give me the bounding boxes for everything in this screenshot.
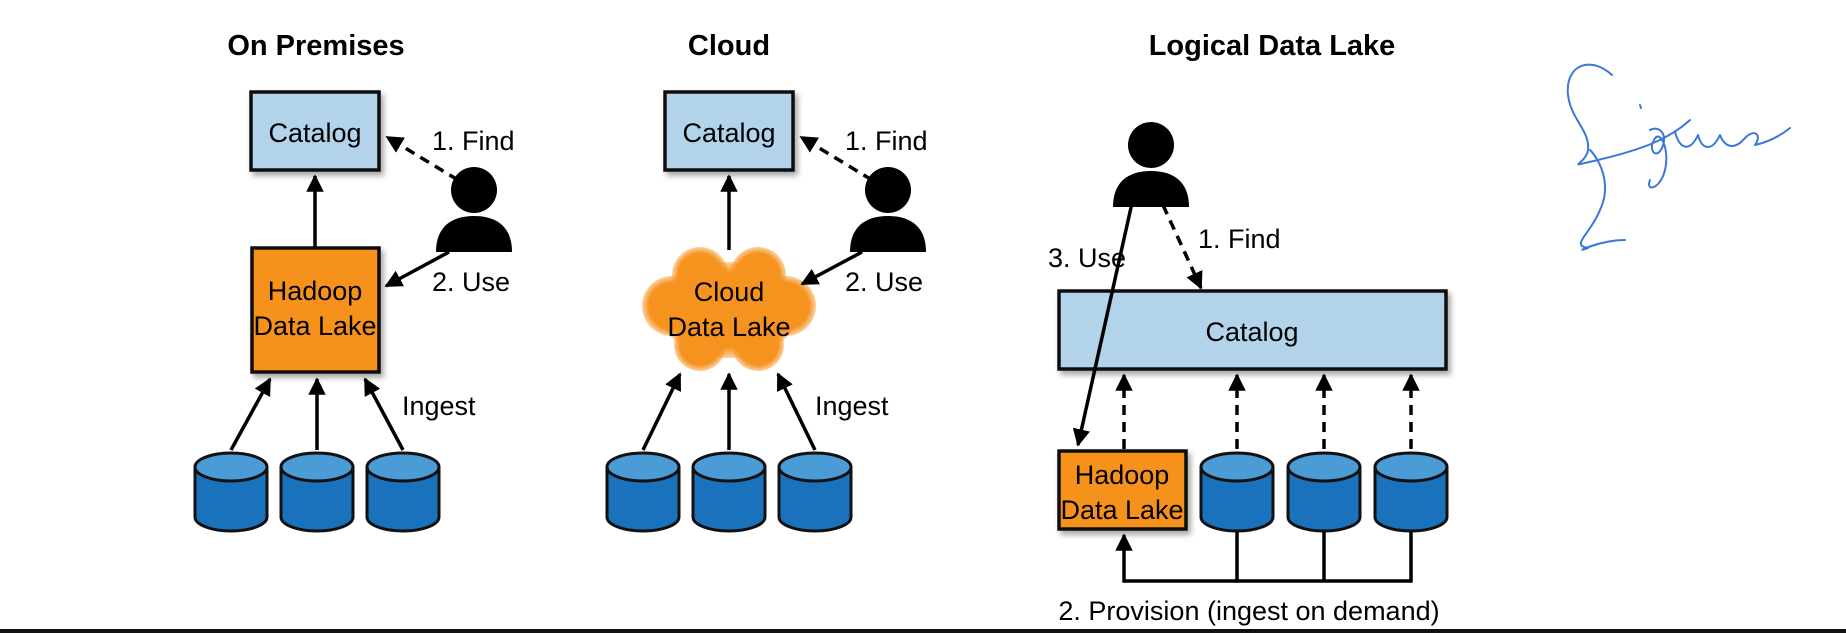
- user-icon: [850, 167, 926, 252]
- catalog-box: Catalog: [1057, 289, 1448, 371]
- lake-label-line1: Hadoop: [1075, 460, 1170, 490]
- provision-label: 2. Provision (ingest on demand): [1058, 596, 1439, 626]
- find-arrow: [1161, 204, 1203, 290]
- ingest-arrow: [776, 372, 817, 451]
- catalog-box: Catalog: [663, 90, 795, 172]
- database-icon: [279, 451, 355, 533]
- cloud-shape: [642, 247, 816, 371]
- database-icon: [605, 451, 681, 533]
- find-label: 1. Find: [845, 126, 928, 156]
- use-label: 3. Use: [1048, 243, 1126, 273]
- lake-label-line2: Data Lake: [1060, 495, 1183, 525]
- find-label: 1. Find: [1198, 224, 1281, 254]
- use-label: 2. Use: [432, 267, 510, 297]
- hadoop-data-lake-box: Hadoop Data Lake: [250, 246, 381, 374]
- user-icon: [1113, 122, 1189, 207]
- section-logical-data-lake: Logical Data Lake 1. Find Catalog 3. Use…: [1048, 30, 1449, 626]
- section-cloud: Cloud Catalog Cloud Data Lake 1. Find 2.…: [605, 30, 928, 533]
- bottom-border: [0, 629, 1846, 633]
- lake-label-line1: Hadoop: [268, 276, 363, 306]
- find-arrow: [799, 135, 873, 182]
- provision-arrow: [1115, 533, 1237, 583]
- database-icon: [691, 451, 767, 533]
- find-arrow: [385, 135, 459, 182]
- hadoop-data-lake-box: Hadoop Data Lake: [1057, 449, 1188, 531]
- find-label: 1. Find: [432, 126, 515, 156]
- ingest-arrow: [229, 377, 272, 451]
- catalog-label: Catalog: [1205, 317, 1298, 347]
- use-label: 2. Use: [845, 267, 923, 297]
- catalog-label: Catalog: [268, 118, 361, 148]
- use-arrow: [800, 250, 863, 286]
- section-title: On Premises: [227, 30, 404, 62]
- section-on-premises: On Premises Catalog Hadoop Data Lake 1. …: [193, 30, 515, 533]
- user-icon: [436, 167, 512, 252]
- catalog-label: Catalog: [682, 118, 775, 148]
- lake-label-line1: Cloud: [694, 277, 765, 307]
- ingest-label: Ingest: [402, 391, 476, 421]
- lake-label-line2: Data Lake: [667, 312, 790, 342]
- use-arrow: [1072, 202, 1134, 447]
- ingest-arrow: [641, 372, 682, 451]
- database-icon: [777, 451, 853, 533]
- database-icon: [193, 451, 269, 533]
- use-arrow: [384, 250, 450, 288]
- catalog-box: Catalog: [249, 90, 381, 172]
- database-icon: [1286, 451, 1362, 533]
- handwriting-scribble: [1566, 63, 1791, 251]
- database-icon: [1199, 451, 1275, 533]
- database-icon: [1373, 451, 1449, 533]
- ingest-arrow: [363, 377, 405, 451]
- section-title: Cloud: [688, 30, 770, 62]
- lake-label-line2: Data Lake: [253, 311, 376, 341]
- database-icon: [365, 451, 441, 533]
- ingest-label: Ingest: [815, 391, 889, 421]
- section-title: Logical Data Lake: [1149, 30, 1396, 62]
